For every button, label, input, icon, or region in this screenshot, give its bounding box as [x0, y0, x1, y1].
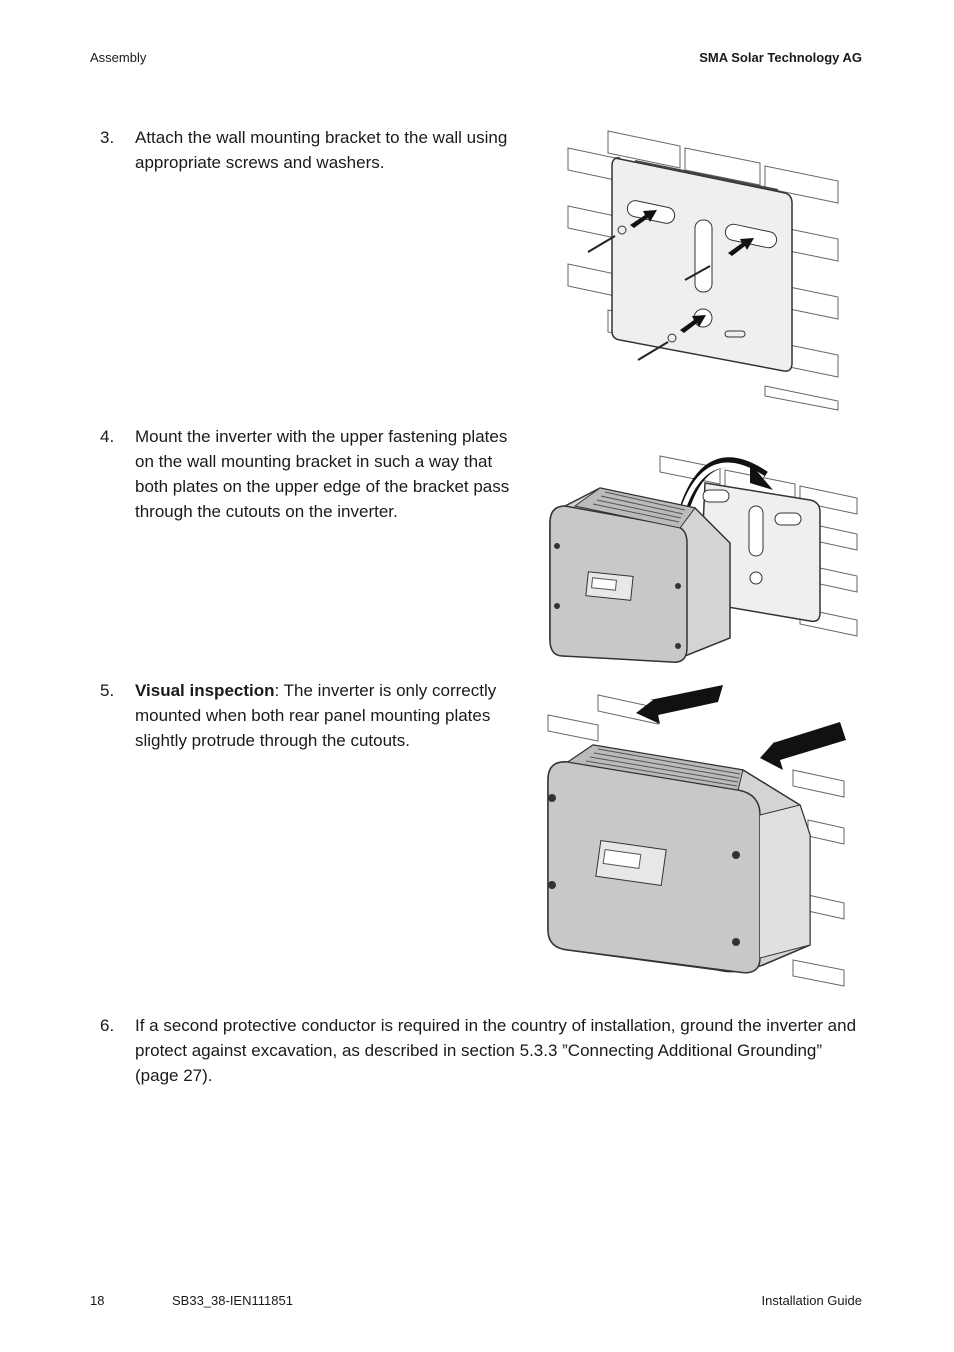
step-lead-term: Visual inspection — [135, 681, 275, 700]
step-number: 3. — [100, 128, 115, 147]
step-text-rest: : The inverter is only correctly mounted… — [135, 681, 497, 750]
visual-inspection-illustration — [547, 685, 846, 987]
step-number: 6. — [100, 1016, 115, 1035]
footer-page-number: 18 — [90, 1293, 105, 1308]
step-number: 5. — [100, 681, 115, 700]
footer-doc-title: Installation Guide — [761, 1293, 862, 1308]
inverter-mounting-illustration — [549, 455, 858, 663]
step-text: Visual inspection: The inverter is only … — [135, 678, 527, 753]
footer-doc-id: SB33_38-IEN111851 — [172, 1293, 293, 1308]
step-text: Mount the inverter with the upper fasten… — [135, 427, 510, 521]
running-header-section: Assembly — [90, 50, 147, 65]
step-number: 4. — [100, 427, 115, 446]
step-text: Attach the wall mounting bracket to the … — [135, 128, 508, 172]
wall-bracket-illustration — [567, 130, 839, 411]
step-text: If a second protective conductor is requ… — [135, 1016, 857, 1085]
running-header-company: SMA Solar Technology AG — [699, 50, 862, 65]
